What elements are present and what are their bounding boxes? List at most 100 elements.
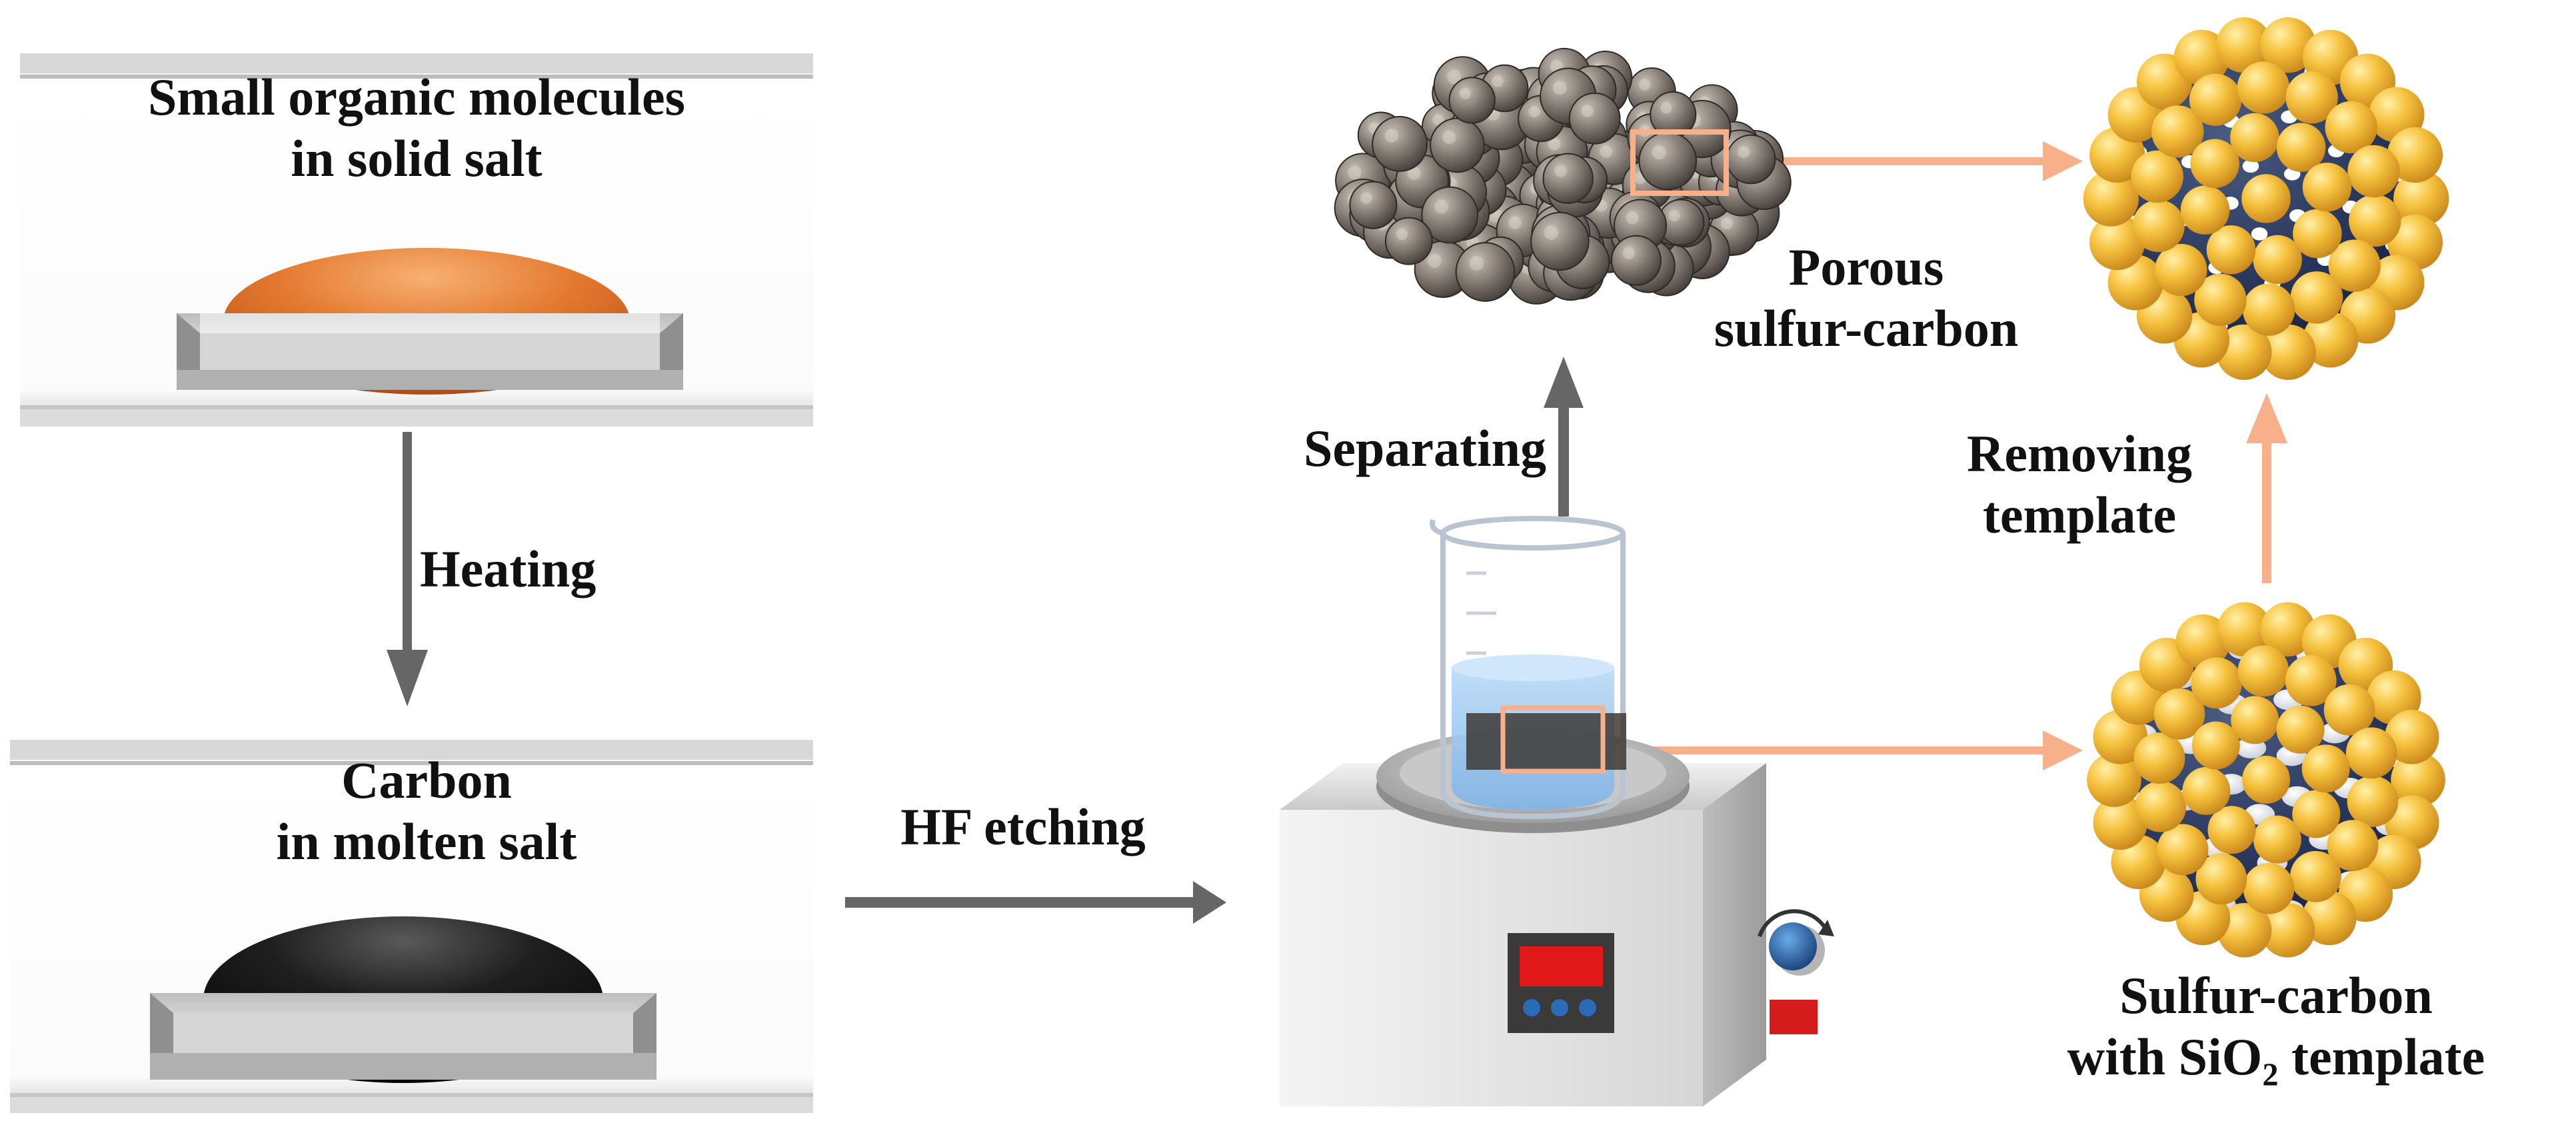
carbon-grain [1448,77,1496,124]
grain-highlight [1447,69,1462,84]
grain-highlight [1360,192,1372,205]
grain-highlight [1622,247,1636,260]
zoom-box-beaker [1500,705,1606,774]
carbon-grain [1530,211,1590,271]
sulfur-particle [2301,890,2357,946]
carbon-grain [1611,235,1662,286]
carbon-grain [1455,242,1516,302]
sulfur-particle [2253,235,2302,285]
grain-highlight [1552,81,1567,95]
carbon-grain [1349,181,1398,229]
pore [2242,159,2259,173]
sulfur-particle [2191,721,2240,770]
heating-arrow [387,432,428,706]
sulfur-particle [2093,795,2148,850]
label-separating: Separating [1303,419,1546,477]
sulfur-particle [2153,688,2205,740]
sulfur-particle [2347,776,2399,827]
sulfur-particle [2089,214,2145,271]
sulfur-particle [2260,602,2315,657]
label-etching: HF etching [900,798,1146,856]
sulfur-particle [2175,614,2231,669]
grain-highlight [1652,145,1667,160]
grain-highlight [1720,217,1733,230]
carbon-grain [1430,117,1485,173]
sulfur-particle [2243,862,2295,914]
sulfur-particle [2083,171,2139,227]
sulfur-particle [2290,271,2343,324]
sulfur-particle [2135,780,2187,832]
sulfur-particle [2260,324,2316,381]
label-precursor: Small organic molecules in solid salt [148,68,685,188]
sulfur-particle [2328,239,2381,292]
sulfur-particle [2242,283,2295,336]
sulfur-particle [2217,602,2272,657]
grain-highlight [1660,102,1672,114]
etching-arrow [845,881,1226,924]
zoom-box-aggregate [1630,129,1729,196]
sulfur-particle [2241,174,2291,223]
sulfur-particle [2289,850,2341,902]
grain-highlight [1407,167,1421,181]
sulfur-particle [2276,705,2325,754]
boat-bottom [150,916,656,1083]
grain-highlight [1548,137,1561,151]
sulfur-particle [2323,684,2375,736]
grain-highlight [1528,105,1540,118]
grain-highlight [1432,114,1444,126]
grain-highlight [1600,145,1613,158]
carbon-grain [1372,116,1428,172]
carbon-grain [1384,217,1433,265]
grain-highlight [1442,130,1456,144]
zoom-arrow-top [1733,141,2083,181]
grain-highlight [1459,87,1471,99]
sulfur-particle [2151,105,2204,158]
sulfur-particle [2301,744,2350,793]
grain-highlight [1434,199,1449,214]
sulfur-particle [2237,61,2290,114]
sulfur-particle [2285,654,2337,706]
sulfur-particle [2207,806,2256,854]
grain-highlight [1544,225,1559,240]
sulfur-particle [2292,790,2341,838]
label-carbon: Carbon in molten salt [276,751,577,871]
removing-arrow [2246,393,2287,583]
sulfur-particle [2260,17,2316,73]
sulfur-particle [2182,766,2231,815]
carbon-grain [1638,131,1698,191]
sulfur-particle [2302,163,2352,212]
boat-top [177,248,683,395]
sulfur-particle [2157,824,2209,876]
grain-highlight [1348,165,1362,180]
sulfur-particle [2345,727,2397,779]
grain-highlight [1384,129,1399,143]
porous-sphere [2083,17,2449,381]
sulfur-particle [2303,312,2359,368]
digital-display [1508,933,1614,1033]
sulfur-particle [2195,853,2247,905]
carbon-grain [1568,92,1621,145]
sulfur-particle [2087,752,2141,807]
sulfur-particle [2242,756,2290,804]
sulfur-particle [2189,73,2242,126]
sulfur-particle [2216,17,2272,73]
sulfur-particle [2231,696,2279,744]
power-switch [1770,1000,1818,1034]
sulfur-particle [2253,815,2301,864]
grain-highlight [1626,211,1640,225]
sulfur-particle [2230,113,2279,163]
label-template: Sulfur-carbon with SiO2 template [2067,966,2485,1093]
sulfur-particle [2216,324,2272,381]
sulfur-particle [2347,145,2400,198]
pore [2251,227,2268,241]
carbon-grain [1726,134,1776,185]
sulfur-particle [2293,209,2342,259]
zoom-arrow-bottom [1613,730,2083,770]
sulfur-particle [2276,123,2326,172]
grain-highlight [1668,209,1680,222]
sulfur-particle [2237,645,2289,697]
sulfur-particle [2180,185,2230,235]
sulfur-particle [2133,732,2185,784]
grain-highlight [1554,165,1567,177]
